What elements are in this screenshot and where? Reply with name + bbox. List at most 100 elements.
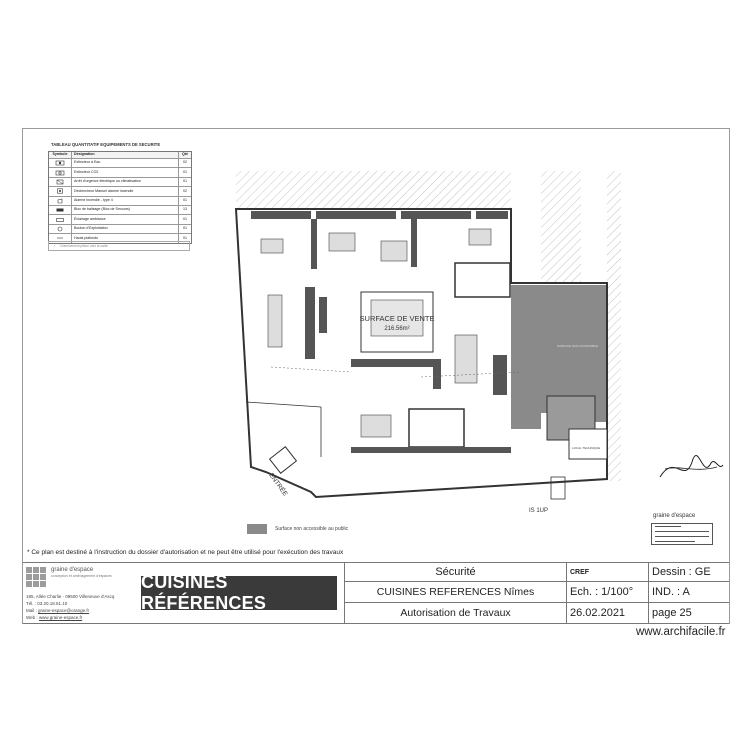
company-web-link[interactable]: www.graine-espace.fr — [38, 615, 83, 620]
legend-qty: 02 — [183, 188, 187, 193]
emergency-light-icon — [49, 205, 72, 215]
legend-qty: 01 — [183, 197, 187, 202]
kitchen-display-top-1 — [251, 211, 311, 219]
table-1 — [260, 238, 284, 254]
exit-label: IS 1UP — [529, 508, 548, 514]
company-logo — [26, 567, 46, 587]
operation-button-icon — [49, 224, 72, 234]
partition-left — [305, 287, 315, 359]
phase-cell: Autorisation de Travaux — [345, 603, 567, 624]
title-block: graine d'espace conception et aménagemen… — [23, 562, 729, 624]
company-address: 185, Allée Charlie · 09500 Villeneuve d'… — [26, 594, 115, 599]
legend-qty: 01 — [183, 216, 187, 221]
route-arrow-icon: ↗ — [53, 244, 56, 248]
island-1 — [328, 232, 356, 252]
legend-designation: Bloc de balisage (Bloc de Secours) — [72, 205, 179, 215]
sales-area-label: SURFACE DE VENTE — [359, 314, 434, 323]
legend-designation: Extincteur à Eau — [72, 159, 179, 168]
project-name: CUISINES REFERENCES Nîmes — [376, 586, 535, 598]
side-room-label: LOCAL TECHNIQUE — [572, 446, 600, 450]
legend-row: Bloc de balisage (Bloc de Secours) 13 — [49, 205, 191, 216]
company-mail-link[interactable]: graine-espace@orange.fr — [38, 608, 90, 613]
legend-qty: 02 — [183, 160, 187, 165]
company-stamp — [651, 523, 713, 545]
entrance-vestibule — [268, 446, 298, 474]
emergency-stop-icon — [49, 177, 72, 187]
legend-designation: Alarme incendie - type 4 — [72, 196, 179, 205]
fire-alarm-icon — [49, 196, 72, 205]
neighbour-hatch-right — [607, 171, 621, 481]
company-cell: graine d'espace conception et aménagemen… — [23, 563, 345, 624]
legend-row: Extincteur CO2 01 — [49, 168, 191, 178]
signature — [659, 455, 724, 478]
stock-room — [454, 262, 511, 298]
legend-row: Déclencheur Manuel alarme incendie 02 — [49, 187, 191, 197]
legend-designation: Hauts plafonds — [72, 234, 179, 243]
page-cell: page 25 — [649, 603, 729, 624]
grey-area-swatch — [247, 524, 267, 534]
index-cell: IND. : A — [649, 582, 729, 603]
manual-call-point-icon — [49, 187, 72, 196]
partition-left-2 — [319, 297, 327, 333]
drawing-date: 26.02.2021 — [570, 607, 626, 619]
kitchen-display-top-2 — [316, 211, 396, 219]
partition-1 — [311, 219, 317, 269]
island-lower — [360, 414, 392, 438]
central-island — [370, 299, 424, 337]
page-number: page 25 — [652, 607, 692, 619]
legend-qty: 01 — [183, 235, 187, 240]
legend-designation: Extincteur CO2 — [72, 168, 179, 177]
exit-door — [550, 476, 566, 500]
display-lower-1 — [351, 359, 441, 367]
display-right — [493, 355, 507, 395]
floor-plan: SURFACE DE VENTE 216.56m² ENTRÉE IS 1UP … — [234, 171, 621, 514]
drawn-by: Dessin : GE — [652, 566, 711, 578]
legend-designation: Arrêt d'urgence électrique ou climatisat… — [72, 177, 179, 187]
island-3 — [468, 228, 492, 246]
display-bottom — [351, 447, 511, 453]
brand-logo: CUISINES RÉFÉRENCES — [141, 572, 337, 613]
kitchen-display-top-4 — [476, 211, 508, 219]
lower-room — [408, 408, 465, 448]
central-display — [360, 291, 434, 353]
circulation-path — [270, 366, 352, 373]
sheet-title: Sécurité — [435, 566, 476, 578]
company-name: graine d'espace — [51, 567, 94, 573]
legend-designation: Bouton d'Exploitation — [72, 224, 179, 234]
legend-header-qty: Qté — [182, 152, 188, 157]
legend-qty: 01 — [183, 179, 187, 184]
legend-qty: 01 — [183, 226, 187, 231]
sales-area-value: 216.56m² — [384, 326, 409, 332]
project-cell: CUISINES REFERENCES Nîmes — [345, 582, 567, 603]
project-phase: Autorisation de Travaux — [400, 607, 511, 619]
legend-qty: 01 — [183, 169, 187, 174]
legend-row: Arrêt d'urgence électrique ou climatisat… — [49, 177, 191, 188]
legend-header-row: Symbole Désignation Qté — [49, 152, 191, 159]
island-left — [267, 294, 283, 348]
outer-wall — [234, 208, 608, 499]
side-room — [568, 428, 608, 460]
scale-cell: Ech. : 1/100° — [567, 582, 649, 603]
neighbour-hatch-right-top — [541, 171, 581, 283]
ambient-light-icon — [49, 215, 72, 224]
company-tel: Tél. : 03.20.18.51.10 — [26, 601, 68, 606]
web-prefix: Web : — [26, 615, 39, 620]
safety-equipment-legend: Symbole Désignation Qté Extincteur à Eau… — [48, 151, 192, 244]
company-tagline: conception et aménagement d'espaces — [51, 574, 112, 578]
extinguisher-co2-icon — [49, 168, 72, 177]
legend-header-designation: Désignation — [72, 152, 179, 158]
legend-header-symbol: Symbole — [49, 152, 72, 158]
island-2 — [380, 240, 408, 262]
kitchen-display-top-3 — [401, 211, 471, 219]
display-lower-2 — [433, 359, 441, 389]
revision-index: IND. : A — [652, 586, 690, 598]
company-web: Web : www.graine-espace.fr — [26, 615, 82, 620]
legend-note: ↗ Cheminement piéton vers la sortie — [48, 241, 190, 251]
company-mail: Mail : graine-espace@orange.fr — [26, 608, 89, 613]
legend-row: Extincteur à Eau 02 — [49, 159, 191, 169]
drawn-by-cell: Dessin : GE — [649, 563, 729, 582]
cref-cell: CREF — [567, 563, 649, 582]
cref-label: CREF — [570, 568, 590, 576]
grey-area-label: SURFACE NON ACCESSIBLE — [557, 344, 598, 348]
interior-line — [245, 401, 322, 408]
